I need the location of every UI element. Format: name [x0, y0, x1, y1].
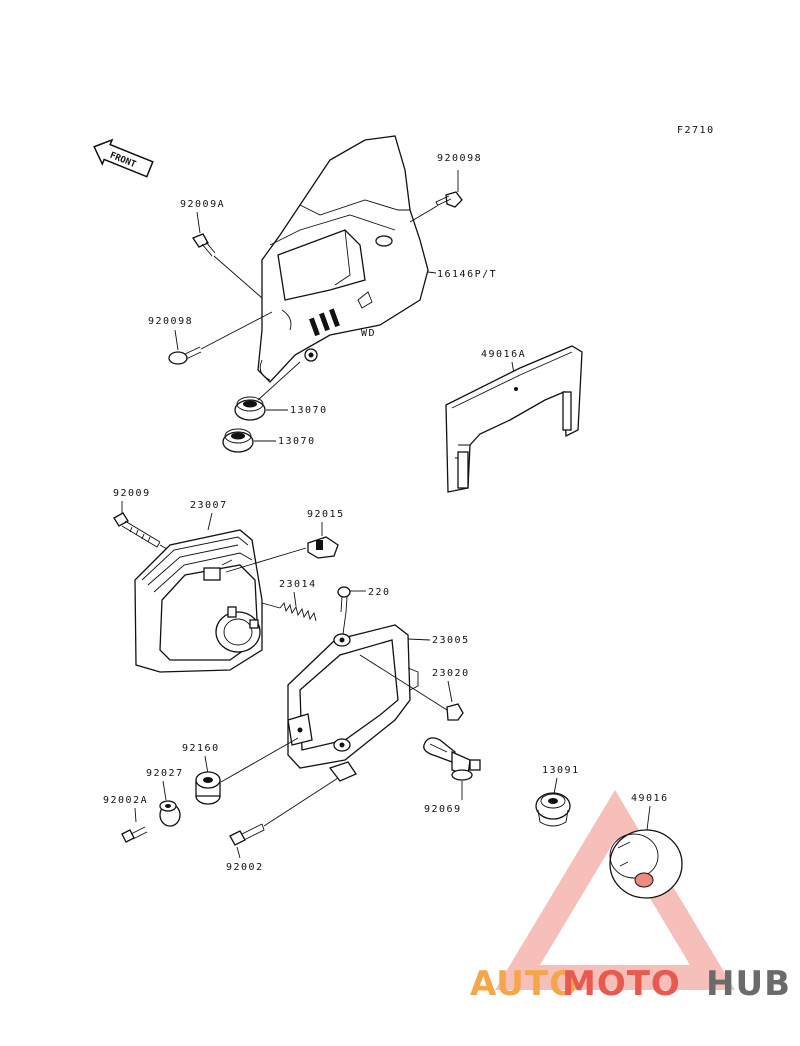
label-92002: 92002 [226, 862, 264, 873]
front-arrow-icon: FRONT [93, 138, 154, 178]
label-13091: 13091 [542, 765, 580, 776]
bulb-92069 [423, 737, 481, 800]
label-92002A: 92002A [103, 795, 148, 806]
label-23007: 23007 [190, 500, 228, 511]
headlight-cover-part [257, 135, 429, 383]
label-wd: WD [361, 328, 376, 339]
spring-23014 [261, 602, 317, 622]
socket-13091 [535, 792, 571, 827]
label-13070-b: 13070 [278, 436, 316, 447]
label-13070-a: 13070 [290, 405, 328, 416]
bolt-92009 [113, 512, 175, 554]
watermark-auto: AUTO [470, 964, 579, 1004]
label-49016: 49016 [631, 793, 669, 804]
screw-220 [337, 586, 366, 613]
label-23014: 23014 [279, 579, 317, 590]
damper-92160 [195, 737, 299, 805]
label-92160: 92160 [182, 743, 220, 754]
watermark-hub: HUB [706, 964, 791, 1004]
label-92027: 92027 [146, 768, 184, 779]
grommet-13070-b [222, 428, 254, 453]
bolt-920098-top [409, 170, 463, 223]
bolt-92002 [229, 777, 339, 859]
automotohub-watermark [495, 790, 735, 990]
bracket-23005 [287, 611, 419, 782]
bolt-920098-left [168, 311, 273, 365]
label-49016A: 49016A [481, 349, 526, 360]
clip-92015 [225, 536, 339, 573]
diagram-ref-code: F2710 [677, 125, 715, 136]
label-92069: 92069 [424, 804, 462, 815]
label-920098-left: 920098 [148, 316, 193, 327]
watermark-triangle-icon [495, 790, 735, 990]
label-23020: 23020 [432, 668, 470, 679]
label-920098-top: 920098 [437, 153, 482, 164]
label-16146: 16146P/T [437, 269, 497, 280]
side-cover-49016A [445, 345, 583, 493]
label-92015: 92015 [307, 509, 345, 520]
label-92009A: 92009A [180, 199, 225, 210]
watermark-moto: MOTO [562, 964, 681, 1004]
bolt-92002A [121, 826, 148, 843]
nut-23020 [359, 654, 464, 721]
rubber-cap-49016 [609, 829, 683, 899]
label-92009: 92009 [113, 488, 151, 499]
bolt-92009A [192, 211, 263, 299]
headlight-unit-23007 [134, 529, 263, 673]
label-220: 220 [368, 587, 391, 598]
collar-92027 [159, 800, 181, 827]
label-23005: 23005 [432, 635, 470, 646]
grommet-13070-a [234, 396, 266, 421]
